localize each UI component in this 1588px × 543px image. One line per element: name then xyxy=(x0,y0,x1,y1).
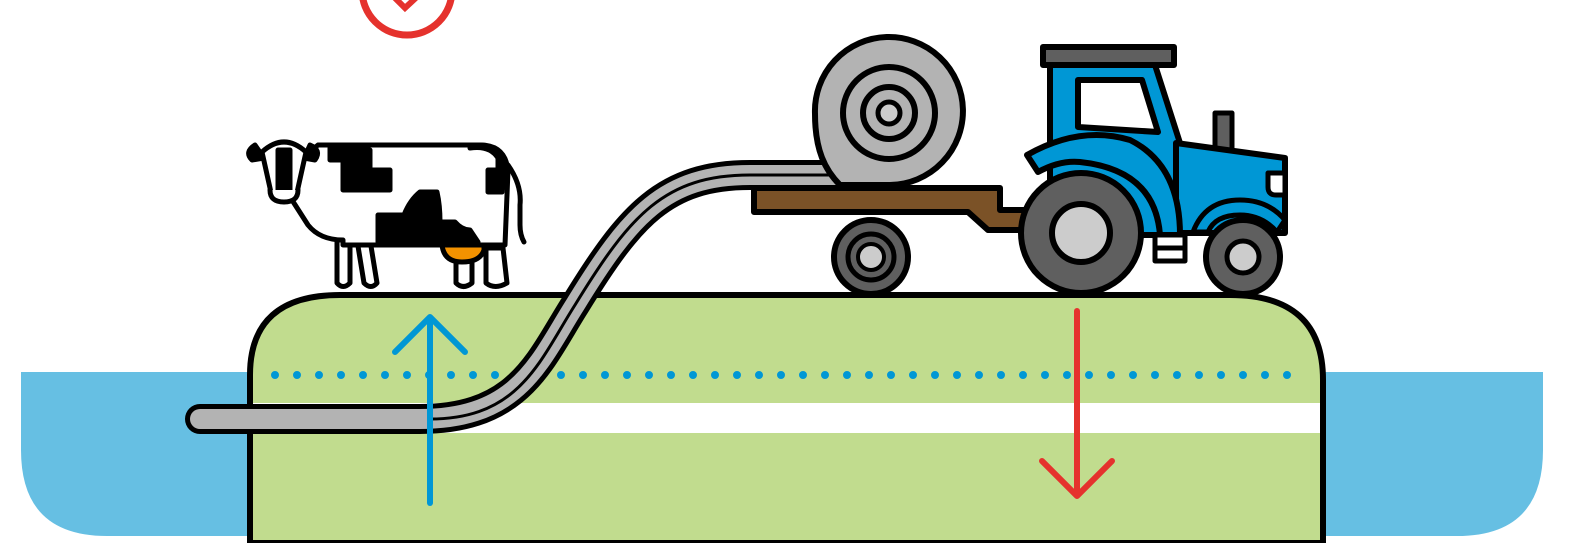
rejected-symbol xyxy=(359,0,455,39)
cow-spot xyxy=(467,142,509,195)
cow-face-stripe xyxy=(275,147,293,193)
tractor-rear-wheel xyxy=(1018,170,1144,296)
downward-arrow xyxy=(1039,308,1115,499)
tractor-step xyxy=(1152,232,1188,264)
cow-udder xyxy=(439,242,487,265)
drain-pipe xyxy=(185,160,905,434)
tractor-window xyxy=(1075,77,1161,135)
tractor-front-fender xyxy=(1190,197,1288,235)
hose-reel xyxy=(811,34,966,188)
upward-arrow xyxy=(392,314,468,506)
cow xyxy=(246,139,527,289)
tractor-headlight xyxy=(1265,170,1288,198)
cow-muzzle xyxy=(267,187,301,205)
trailer xyxy=(751,185,1033,297)
cow-tail xyxy=(505,162,527,245)
cow-leg xyxy=(354,237,380,289)
cow-leg xyxy=(483,245,510,289)
tractor xyxy=(1018,44,1288,297)
cow-leg xyxy=(334,237,353,289)
cow-spot xyxy=(327,145,393,193)
tractor-front-wheel xyxy=(1203,217,1283,297)
cow-spot xyxy=(375,189,481,245)
cow-ear xyxy=(246,142,267,163)
trailer-wheel xyxy=(831,217,911,297)
